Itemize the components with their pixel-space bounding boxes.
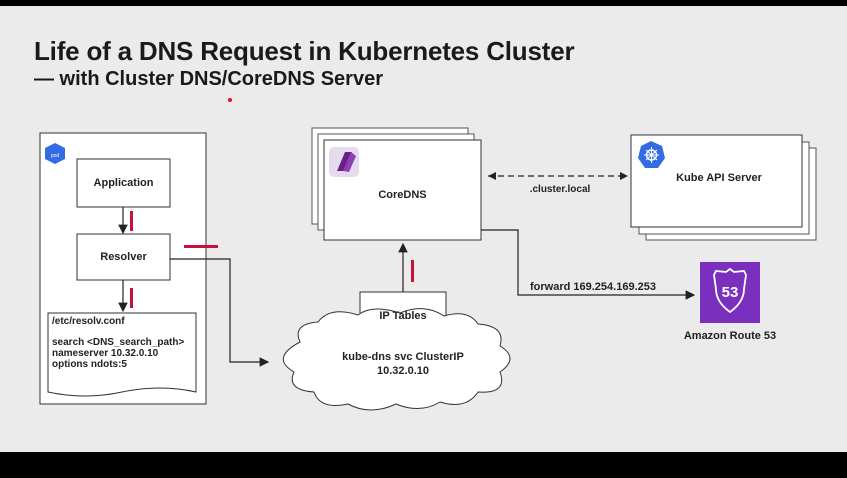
red-arrow-iptables-coredns <box>411 260 414 282</box>
page-subtitle: — with Cluster DNS/CoreDNS Server <box>34 68 383 90</box>
resolver-label: Resolver <box>100 251 147 263</box>
slide: Life of a DNS Request in Kubernetes Clus… <box>0 6 847 452</box>
resolver-to-kubedns-line <box>170 258 270 367</box>
application-box <box>76 158 171 208</box>
kube-dns-label: kube-dns svc ClusterIP <box>342 351 464 363</box>
route53-icon: 53 <box>700 262 760 323</box>
red-arrow-resolver-conf <box>130 288 133 308</box>
iptables-label: IP Tables <box>379 310 427 322</box>
resolv-conf-line-options: options ndots:5 <box>52 359 127 370</box>
cluster-local-arrow-left <box>488 172 496 180</box>
cluster-local-arrow-right <box>620 172 628 180</box>
dns-diagram: pod <box>39 127 817 411</box>
application-label: Application <box>93 177 154 189</box>
coredns-label: CoreDNS <box>378 189 427 201</box>
route53-badge-text: 53 <box>722 284 739 301</box>
forward-line <box>481 229 696 300</box>
kube-dns-ip: 10.32.0.10 <box>377 365 429 377</box>
pod-icon-label: pod <box>51 153 60 159</box>
resolv-conf-text: /etc/resolv.conf search <DNS_search_path… <box>52 316 202 370</box>
red-arrow-app-resolver <box>130 211 133 231</box>
resolv-conf-line-search: search <DNS_search_path> <box>52 337 185 348</box>
api-server-label: Kube API Server <box>676 172 762 184</box>
coredns-icon <box>329 147 359 177</box>
page-title: Life of a DNS Request in Kubernetes Clus… <box>34 36 575 66</box>
resolv-conf-header: /etc/resolv.conf <box>52 316 125 327</box>
resolv-conf-document <box>47 312 197 397</box>
pod-icon: pod <box>45 143 65 164</box>
kubernetes-icon <box>638 141 665 168</box>
resolv-conf-line-nameserver: nameserver 10.32.0.10 <box>52 348 159 359</box>
red-arrow-resolver-out <box>184 245 218 248</box>
kube-dns-cloud <box>283 308 511 411</box>
route53-label: Amazon Route 53 <box>683 330 777 342</box>
laser-pointer-dot <box>228 98 232 102</box>
forward-label: forward 169.254.169.253 <box>530 281 656 293</box>
cluster-local-label: .cluster.local <box>529 184 591 195</box>
resolver-box <box>76 233 171 281</box>
